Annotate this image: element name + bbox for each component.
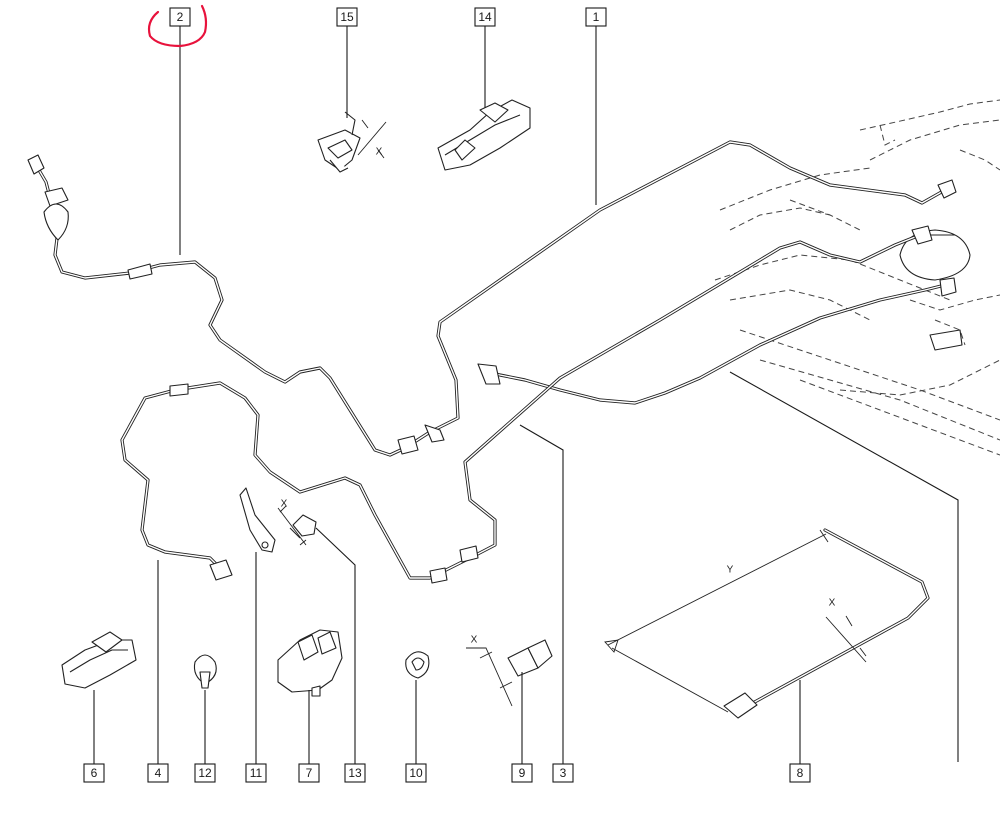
callout-7: 7 — [298, 763, 320, 783]
svg-text:4: 4 — [155, 766, 162, 780]
dimension-x-union9: X — [471, 635, 478, 646]
bolt-13[interactable]: X — [277, 499, 317, 546]
callout-3: 3 — [552, 763, 574, 783]
svg-text:8: 8 — [797, 766, 804, 780]
svg-text:2: 2 — [177, 10, 184, 24]
svg-text:12: 12 — [198, 766, 212, 780]
svg-text:1: 1 — [593, 10, 600, 24]
callout-11: 11 — [245, 763, 267, 783]
callout-2: 2 — [169, 7, 191, 27]
brake-pipe-2[interactable] — [27, 154, 419, 457]
callout-10: 10 — [405, 763, 427, 783]
svg-text:14: 14 — [478, 10, 492, 24]
callout-1: 1 — [585, 7, 607, 27]
brake-pipe-3[interactable] — [477, 277, 957, 405]
clip-15[interactable]: X — [317, 111, 387, 173]
svg-text:3: 3 — [560, 766, 567, 780]
svg-text:6: 6 — [91, 766, 98, 780]
svg-text:15: 15 — [340, 10, 354, 24]
grommet-12[interactable] — [193, 654, 217, 689]
brake-pipe-8[interactable]: Y X — [604, 528, 930, 719]
callout-14: 14 — [474, 7, 496, 27]
clip-7[interactable] — [277, 629, 343, 697]
clip-14[interactable] — [437, 99, 531, 171]
red-highlight-mark — [147, 4, 208, 48]
vehicle-body-outline — [714, 99, 1000, 456]
dimension-x-bolt13: X — [281, 499, 288, 510]
svg-text:10: 10 — [409, 766, 423, 780]
svg-text:9: 9 — [519, 766, 526, 780]
bracket-11[interactable] — [239, 487, 276, 553]
clip-6[interactable] — [61, 631, 137, 689]
dimension-x-pipe8: X — [829, 598, 836, 609]
callout-8: 8 — [789, 763, 811, 783]
callout-13: 13 — [344, 763, 366, 783]
svg-text:13: 13 — [348, 766, 362, 780]
brake-pipe-4[interactable] — [120, 225, 933, 584]
svg-text:7: 7 — [306, 766, 313, 780]
brake-pipe-1[interactable] — [403, 140, 957, 450]
dimension-x-clip15: X — [376, 147, 383, 158]
leader-lines — [93, 26, 959, 764]
callout-9: 9 — [511, 763, 533, 783]
grommet-10[interactable] — [405, 651, 430, 679]
callout-15: 15 — [336, 7, 358, 27]
dimension-y-pipe8: Y — [727, 565, 734, 576]
callout-4: 4 — [147, 763, 169, 783]
callout-6: 6 — [83, 763, 105, 783]
union-9[interactable]: X — [466, 635, 553, 707]
callout-12: 12 — [194, 763, 216, 783]
svg-text:11: 11 — [250, 766, 263, 780]
